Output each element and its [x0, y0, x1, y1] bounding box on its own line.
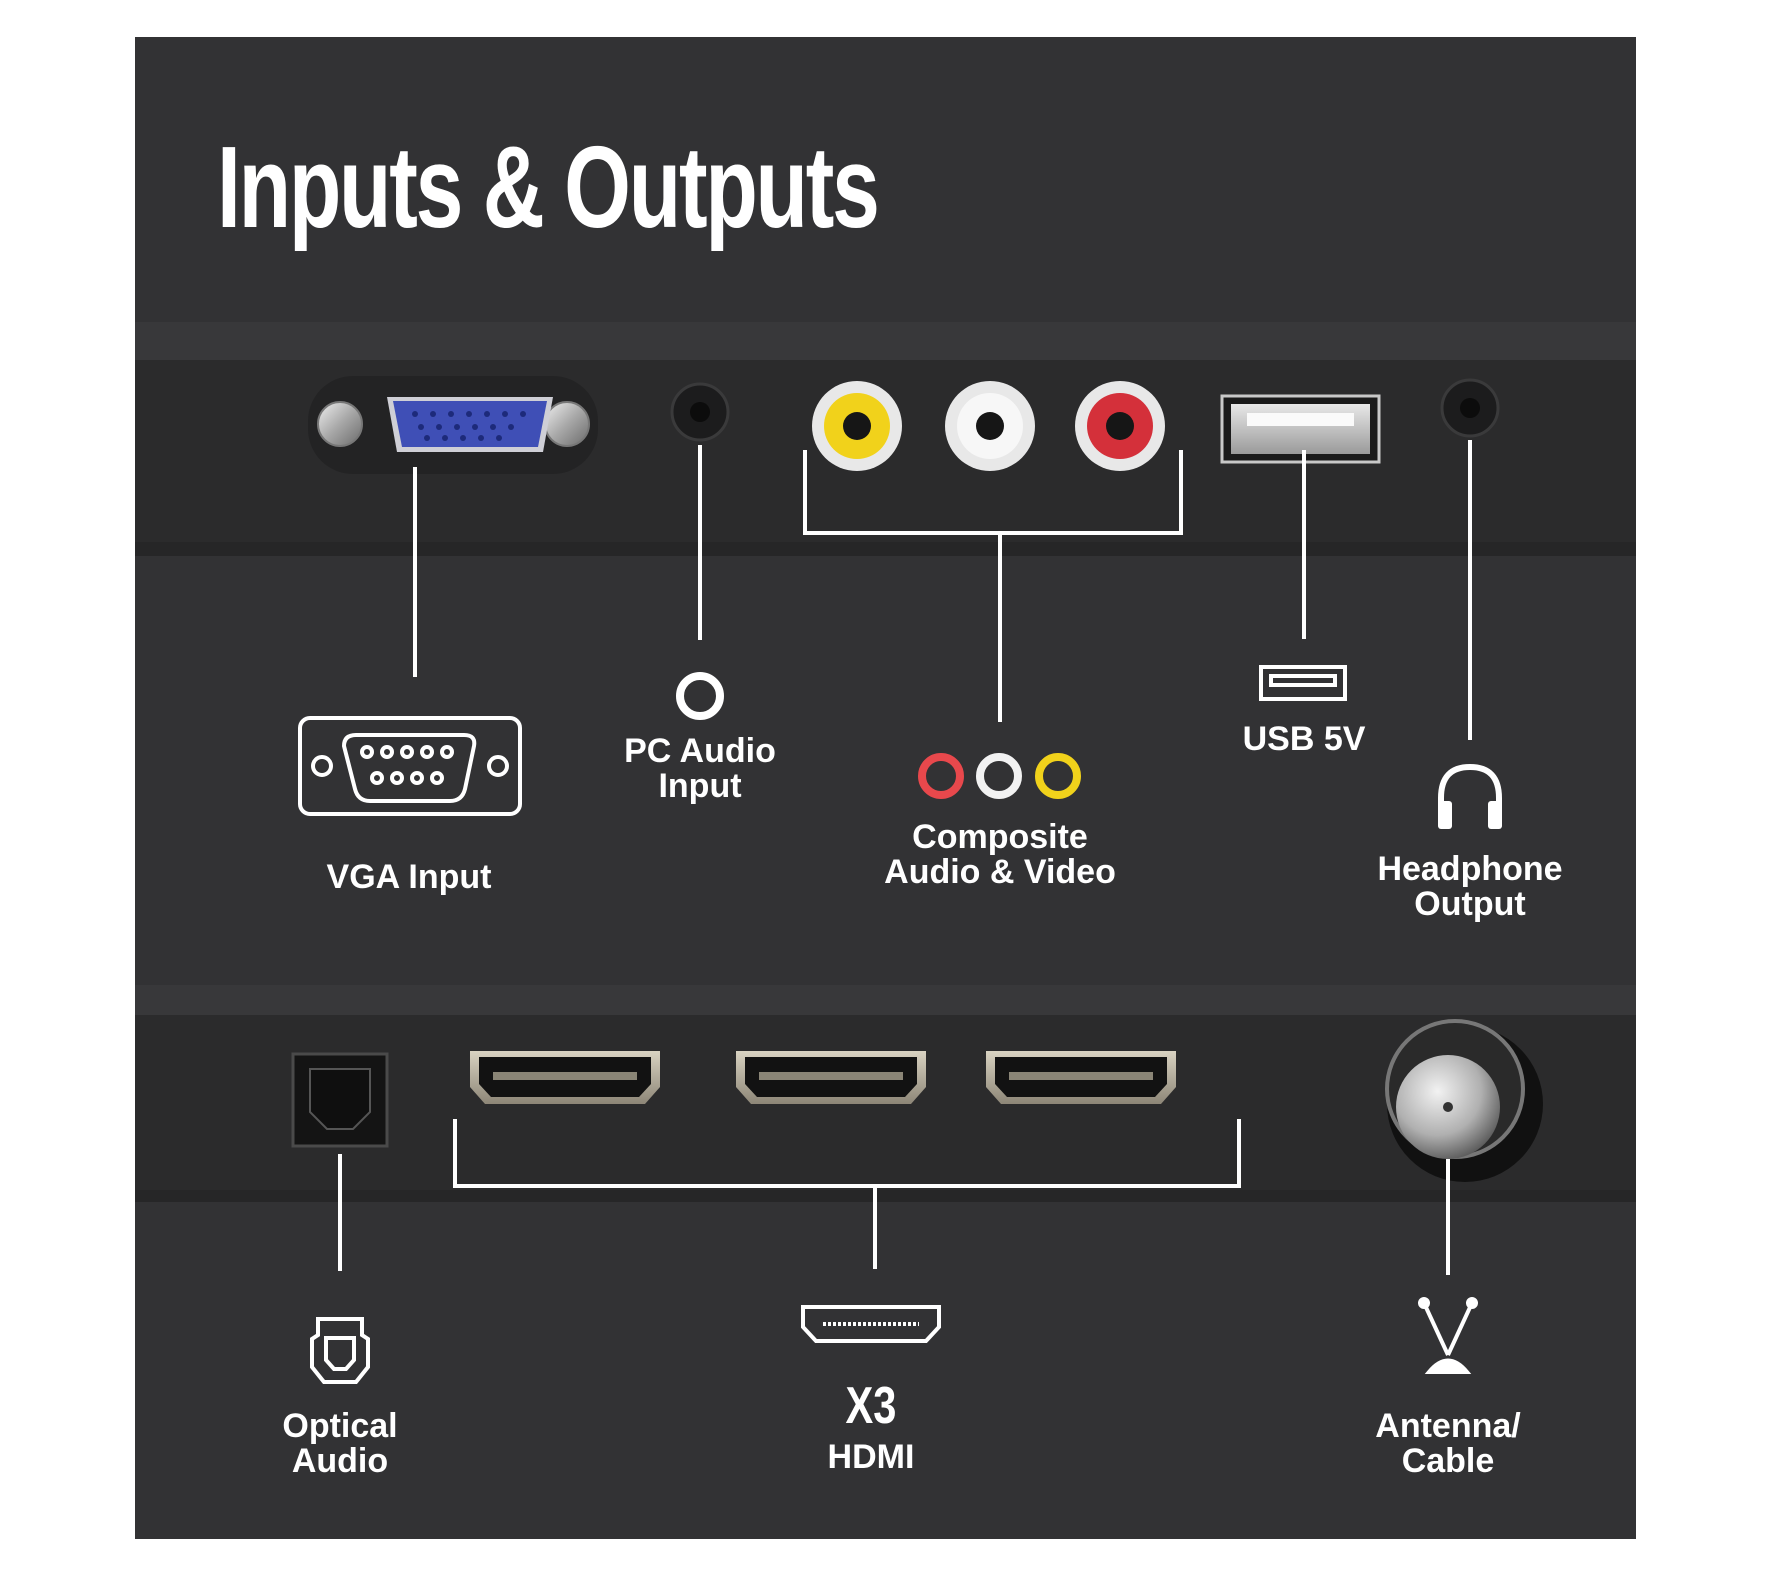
ports-diagram: [291, 376, 1543, 1384]
hdmi-count-label: X3: [845, 1377, 897, 1435]
antenna-cable-label: Antenna/ Cable: [1375, 1409, 1520, 1479]
usb-port: [1220, 394, 1381, 464]
headphone-label-line1: Headphone: [1377, 850, 1563, 888]
headphone-output-label: Headphone Output: [1377, 852, 1562, 922]
pc-audio-jack: [670, 382, 730, 442]
leader-lines-bottom: [338, 1119, 1450, 1275]
pc-audio-input-label: PC Audio Input: [624, 734, 776, 804]
optical-port: [291, 1052, 389, 1148]
rca-jacks-icon: [918, 753, 1081, 799]
ports-panel: Inputs & Outputs: [135, 37, 1636, 1539]
pc-audio-label-line2: Input: [658, 767, 742, 805]
usb-5v-label-text: USB 5V: [1242, 720, 1366, 758]
headphones-icon: [1438, 763, 1502, 829]
optical-audio-label: Optical Audio: [282, 1409, 397, 1479]
page-title: Inputs & Outputs: [217, 122, 880, 252]
pc-audio-label-line1: PC Audio: [624, 732, 776, 770]
hdmi-icon: [801, 1305, 941, 1343]
composite-label-line2: Audio & Video: [884, 853, 1116, 891]
audio-jack-icon: [676, 672, 724, 720]
optical-label-line2: Audio: [291, 1442, 389, 1480]
rca-jack-yellow: [812, 381, 902, 471]
usb-5v-label: USB 5V: [1243, 722, 1366, 757]
optical-label-line1: Optical: [282, 1407, 398, 1445]
strip-bottom-edge: [135, 542, 1636, 556]
hdmi-label: HDMI: [828, 1440, 915, 1475]
vga-input-label: VGA Input: [327, 860, 492, 895]
rca-jack-red: [1075, 381, 1165, 471]
antenna-port: [1385, 1019, 1543, 1182]
headphone-label-line2: Output: [1414, 885, 1526, 923]
vga-port: [308, 376, 598, 474]
hdmi-label-text: HDMI: [827, 1438, 915, 1476]
hdmi-port-3: [986, 1051, 1176, 1104]
antenna-label-line2: Cable: [1401, 1442, 1495, 1480]
vga-input-label-text: VGA Input: [326, 858, 492, 896]
strip-top-edge: [135, 322, 1636, 360]
leader-lines-top: [413, 440, 1472, 740]
composite-av-label: Composite Audio & Video: [884, 820, 1116, 890]
vga-port-icon: [298, 716, 522, 816]
usb-icon: [1259, 665, 1347, 701]
headphone-jack: [1440, 378, 1500, 438]
strip2-top-edge: [135, 985, 1636, 1015]
antenna-label-line1: Antenna/: [1375, 1407, 1521, 1445]
strip2-bottom-edge: [135, 1190, 1636, 1202]
composite-label-line1: Composite: [912, 818, 1088, 856]
optical-icon: [310, 1317, 370, 1384]
antenna-icon: [1418, 1297, 1478, 1374]
hdmi-port-2: [736, 1051, 926, 1104]
rca-jack-white: [945, 381, 1035, 471]
hdmi-port-1: [470, 1051, 660, 1104]
